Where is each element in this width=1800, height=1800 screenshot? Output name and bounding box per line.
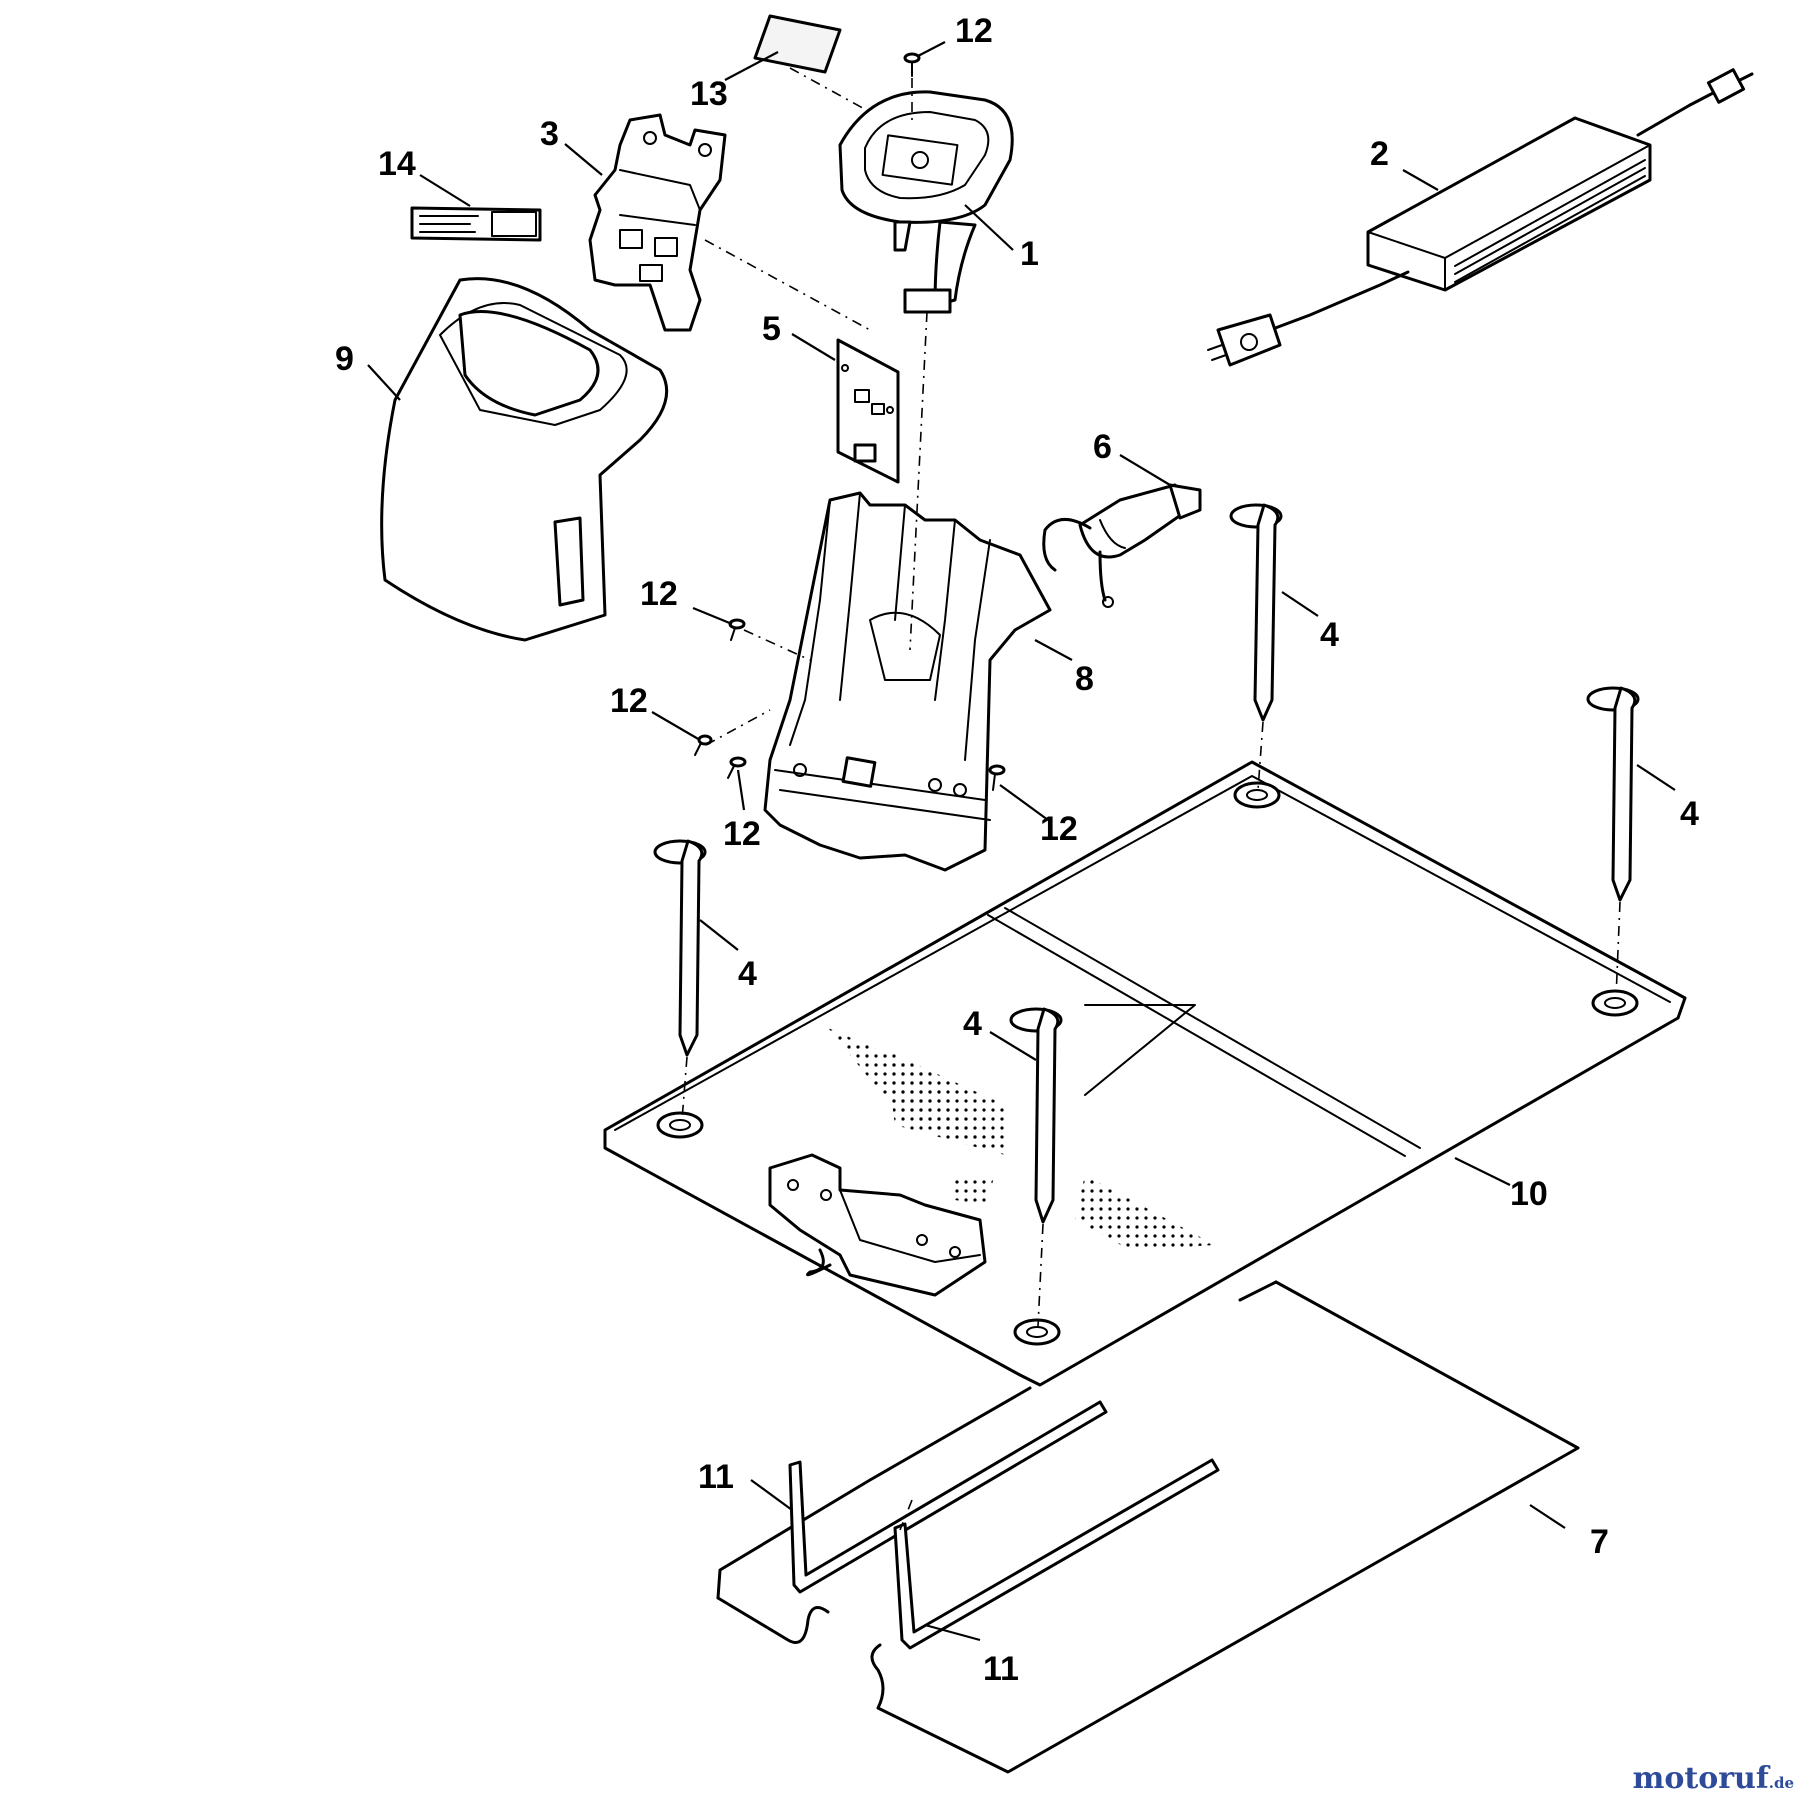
part-9-hood-cover [380, 277, 669, 642]
callout-11-a: 11 [698, 1458, 734, 1496]
part-10-base-plate [603, 760, 1687, 1387]
part-4-stake-d [1009, 1007, 1063, 1224]
callout-13: 13 [690, 75, 728, 113]
leader-lines [367, 41, 1676, 1642]
part-2-power-supply [1207, 68, 1754, 367]
callout-9: 9 [335, 340, 354, 378]
callout-12-top: 12 [955, 12, 993, 50]
part-14-rating-label [410, 206, 542, 242]
assembly-lines [681, 67, 1621, 1531]
callout-4-a: 4 [1320, 616, 1339, 654]
watermark-suffix: .de [1768, 1774, 1794, 1792]
watermark-logo: motoruf.de [1633, 1761, 1794, 1796]
callout-8: 8 [1075, 660, 1094, 698]
callout-14: 14 [378, 145, 416, 183]
part-12-screw-top [903, 52, 921, 77]
callout-4-c: 4 [738, 955, 757, 993]
callout-1: 1 [1020, 235, 1039, 273]
callout-4-d: 4 [963, 1005, 982, 1043]
part-12-screw-c [727, 756, 747, 779]
part-11-peg-b [893, 1458, 1220, 1650]
part-4-stake-c [653, 839, 707, 1057]
part-4-stake-a [1229, 503, 1283, 722]
part-8-base-housing [763, 491, 1052, 872]
callout-5: 5 [762, 310, 781, 348]
callout-12-d: 12 [723, 815, 761, 853]
part-4-stake-b [1586, 686, 1640, 902]
callout-3: 3 [540, 115, 559, 153]
part-11-peg-a [788, 1400, 1108, 1594]
callout-6: 6 [1093, 428, 1112, 466]
part-12-screw-d [988, 764, 1006, 791]
part-1-control-panel [838, 90, 1014, 314]
part-6-charging-contact [1042, 483, 1202, 608]
part-13-label [753, 14, 842, 74]
callout-10: 10 [1510, 1175, 1548, 1213]
part-7-boundary-wire [716, 1280, 1580, 1774]
part-3-connector-block [588, 113, 727, 332]
callout-12-c: 12 [610, 682, 648, 720]
part-5-circuit-board [836, 338, 900, 484]
callout-4-b: 4 [1680, 795, 1699, 833]
watermark-text: motoruf [1632, 1761, 1769, 1796]
callout-7: 7 [1590, 1523, 1609, 1561]
callout-12-b: 12 [640, 575, 678, 613]
callout-2: 2 [1370, 135, 1389, 173]
callout-11-b: 11 [983, 1650, 1019, 1688]
callout-numbers: 12 13 3 14 1 2 5 9 6 12 4 8 12 12 12 4 4… [335, 12, 1699, 1688]
callout-12-e: 12 [1040, 810, 1078, 848]
